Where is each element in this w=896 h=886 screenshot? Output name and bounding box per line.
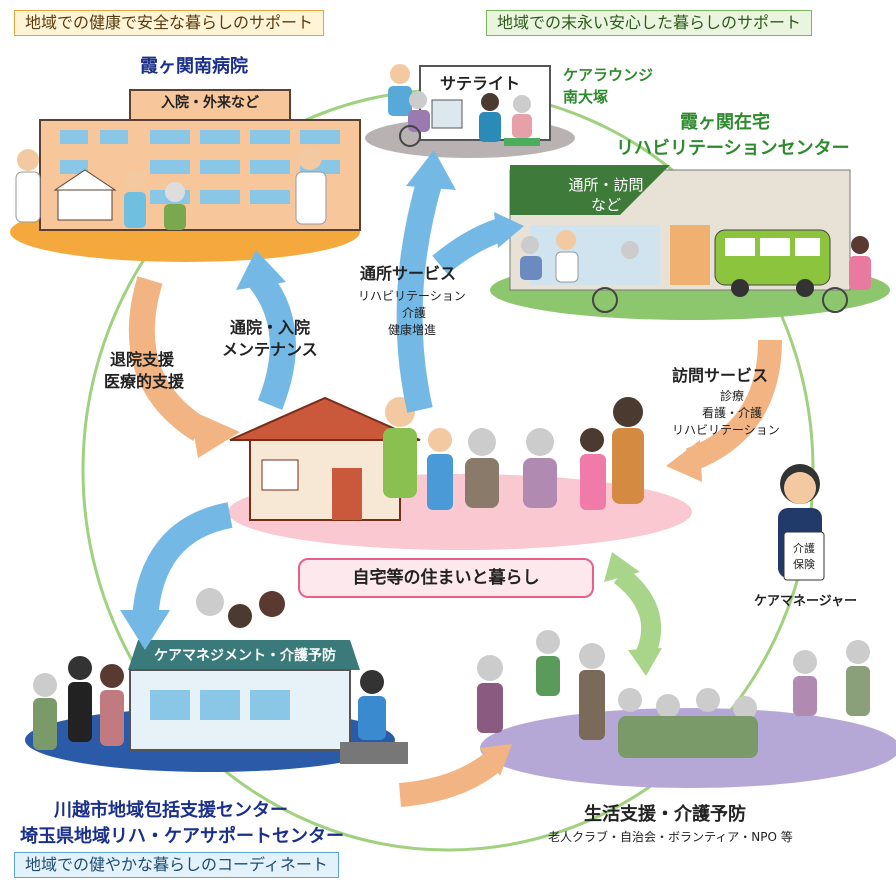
arrow-visit bbox=[249, 271, 296, 410]
arrow-daycare-head bbox=[406, 150, 456, 190]
arrow-life-home-head-top bbox=[604, 552, 640, 582]
satellite-building bbox=[388, 64, 551, 147]
hospital-name: 霞ヶ関南病院 bbox=[140, 56, 248, 77]
tag-bottom-left: 地域での健やかな暮らしのコーディネート bbox=[14, 852, 339, 878]
arrow-life-head bbox=[480, 744, 512, 776]
life-support-subtitle: 老人クラブ・自治会・ボランティア・NPO 等 bbox=[548, 830, 793, 844]
rehab-banner-line1: 通所・訪問 bbox=[568, 176, 644, 194]
seniors bbox=[477, 630, 870, 758]
arrow-coordinate bbox=[132, 502, 233, 621]
support-sign: ケアマネジメント・介護予防 bbox=[154, 648, 336, 664]
satellite-name-line1: ケアラウンジ bbox=[563, 66, 654, 84]
arrow-daycare-2 bbox=[432, 218, 505, 275]
arrow-visit-head bbox=[236, 250, 286, 290]
satellite-sign: サテライト bbox=[440, 74, 521, 93]
care-manager-badge-line2: 保険 bbox=[793, 558, 815, 571]
visit-label-line2: メンテナンス bbox=[222, 340, 318, 359]
tag-top-right: 地域での末永い安心した暮らしのサポート bbox=[486, 10, 813, 36]
arrow-homevisit-head bbox=[666, 440, 702, 482]
support-name-line1: 川越市地域包括支援センター bbox=[54, 800, 288, 821]
care-manager-figure bbox=[778, 464, 825, 581]
arrow-daycare-2-head bbox=[494, 212, 524, 248]
tag-top-left: 地域での健康で安全な暮らしのサポート bbox=[14, 10, 325, 36]
arrow-daycare bbox=[396, 176, 443, 413]
homevisit-item: リハビリテーション bbox=[672, 423, 780, 437]
homevisit-title: 訪問サービス bbox=[672, 366, 769, 385]
home-label: 自宅等の住まいと暮らし bbox=[298, 558, 594, 598]
homevisit-item: 診療 bbox=[720, 389, 745, 403]
arrow-homevisit bbox=[685, 339, 782, 472]
discharge-label-line2: 医療的支援 bbox=[104, 372, 185, 391]
arrow-life-home bbox=[613, 567, 662, 660]
house bbox=[229, 396, 421, 521]
care-manager-badge-line1: 介護 bbox=[793, 542, 815, 555]
rehab-building bbox=[509, 165, 871, 313]
daycare-item: 健康増進 bbox=[388, 323, 437, 337]
daycare-title: 通所サービス bbox=[360, 264, 457, 283]
hospital-people bbox=[15, 146, 327, 230]
daycare-item: リハビリテーション bbox=[358, 289, 466, 303]
support-building bbox=[33, 588, 408, 764]
satellite-name-line2: 南大塚 bbox=[563, 88, 609, 106]
arrow-coordinate-head bbox=[120, 610, 170, 650]
visit-label-line1: 通院・入院 bbox=[230, 318, 311, 337]
care-manager-label: ケアマネージャー bbox=[754, 594, 858, 609]
arrow-life-home-head-bottom bbox=[628, 648, 662, 676]
rehab-banner-line2: など bbox=[590, 196, 621, 214]
discharge-label-line1: 退院支援 bbox=[110, 350, 175, 369]
rehab-name-line2: リハビリテーションセンター bbox=[616, 138, 850, 159]
hospital-sign: 入院・外来など bbox=[161, 95, 259, 111]
rehab-name-line1: 霞ヶ関在宅 bbox=[680, 112, 770, 133]
daycare-item: 介護 bbox=[402, 306, 427, 320]
arrow-discharge-head bbox=[190, 410, 240, 458]
life-support-title: 生活支援・介護予防 bbox=[584, 804, 746, 825]
family bbox=[383, 397, 644, 510]
arrow-life bbox=[398, 750, 503, 807]
arrow-discharge bbox=[128, 276, 208, 442]
homevisit-item: 看護・介護 bbox=[702, 406, 763, 420]
support-name-line2: 埼玉県地域リハ・ケアサポートセンター bbox=[20, 826, 344, 847]
